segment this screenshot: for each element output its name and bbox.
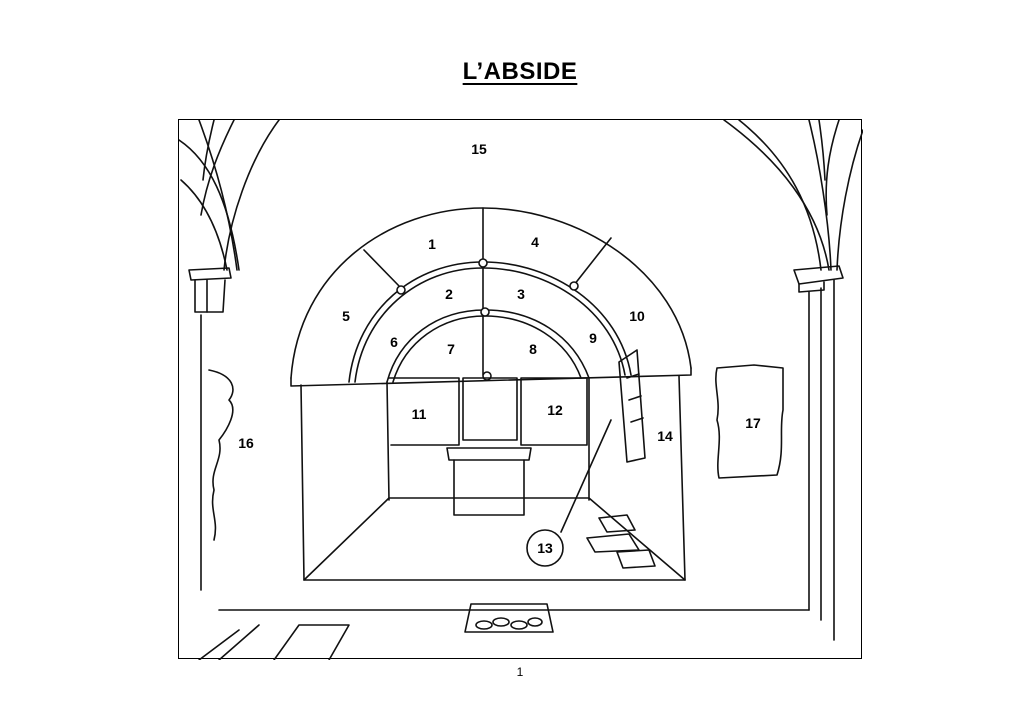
label-1: 1 bbox=[428, 236, 436, 252]
label-2: 2 bbox=[445, 286, 453, 302]
label-11: 11 bbox=[411, 406, 427, 422]
page-title: L’ABSIDE bbox=[462, 58, 578, 85]
label-10: 10 bbox=[629, 308, 645, 324]
label-17: 17 bbox=[745, 415, 761, 431]
label-8: 8 bbox=[529, 341, 537, 357]
apse-line-drawing bbox=[179, 120, 863, 660]
label-7: 7 bbox=[447, 341, 455, 357]
page-number: 1 bbox=[516, 665, 524, 679]
label-3: 3 bbox=[517, 286, 525, 302]
label-15: 15 bbox=[471, 141, 487, 157]
apse-drawing: 15 1 4 2 3 5 10 6 7 8 9 11 12 14 16 17 1… bbox=[178, 119, 863, 660]
label-16: 16 bbox=[238, 435, 254, 451]
label-5: 5 bbox=[342, 308, 350, 324]
label-6: 6 bbox=[390, 334, 398, 350]
label-9: 9 bbox=[589, 330, 597, 346]
label-13: 13 bbox=[537, 540, 553, 556]
label-12: 12 bbox=[547, 402, 563, 418]
label-14: 14 bbox=[657, 428, 673, 444]
label-4: 4 bbox=[531, 234, 539, 250]
